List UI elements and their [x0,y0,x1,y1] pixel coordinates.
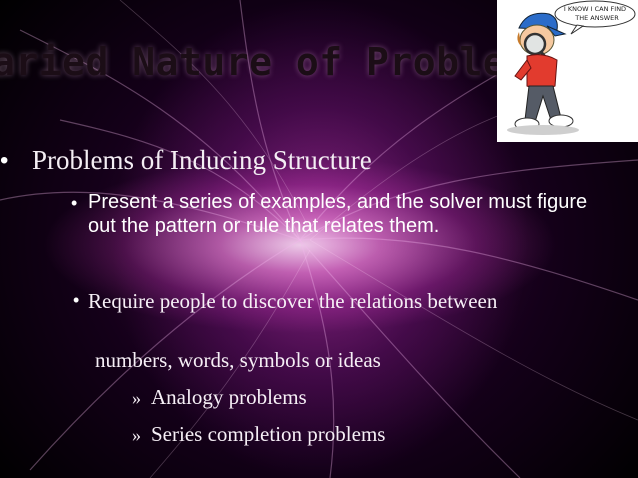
bullet-problems-of-inducing-structure: Problems of Inducing Structure [32,145,372,175]
speech-bubble-line-2: THE ANSWER [574,14,619,22]
sub-sub-bullet-glyph: » [132,425,141,445]
detective-with-magnifier-icon: I KNOW I CAN FIND THE ANSWER [507,0,636,135]
speech-bubble-line-1: I KNOW I CAN FIND [564,5,626,13]
sub-bullet-glyph: • [73,290,80,310]
sub-bullet-require-people: Require people to discover the relations… [88,289,498,313]
sub-sub-bullet-series-completion: Series completion problems [151,422,386,446]
bullet-glyph: • [0,147,9,174]
clipart-panel: I KNOW I CAN FIND THE ANSWER [497,0,638,142]
slide-title: aried Nature of Problem [0,40,530,84]
sub-sub-bullet-glyph: » [132,388,141,408]
sub-sub-bullet-analogy: Analogy problems [151,385,307,409]
sub-bullet-present-series: Present a series of examples, and the so… [88,191,588,237]
sub-bullet-glyph: • [71,193,78,213]
sub-bullet-require-people-continuation: numbers, words, symbols or ideas [95,348,381,372]
